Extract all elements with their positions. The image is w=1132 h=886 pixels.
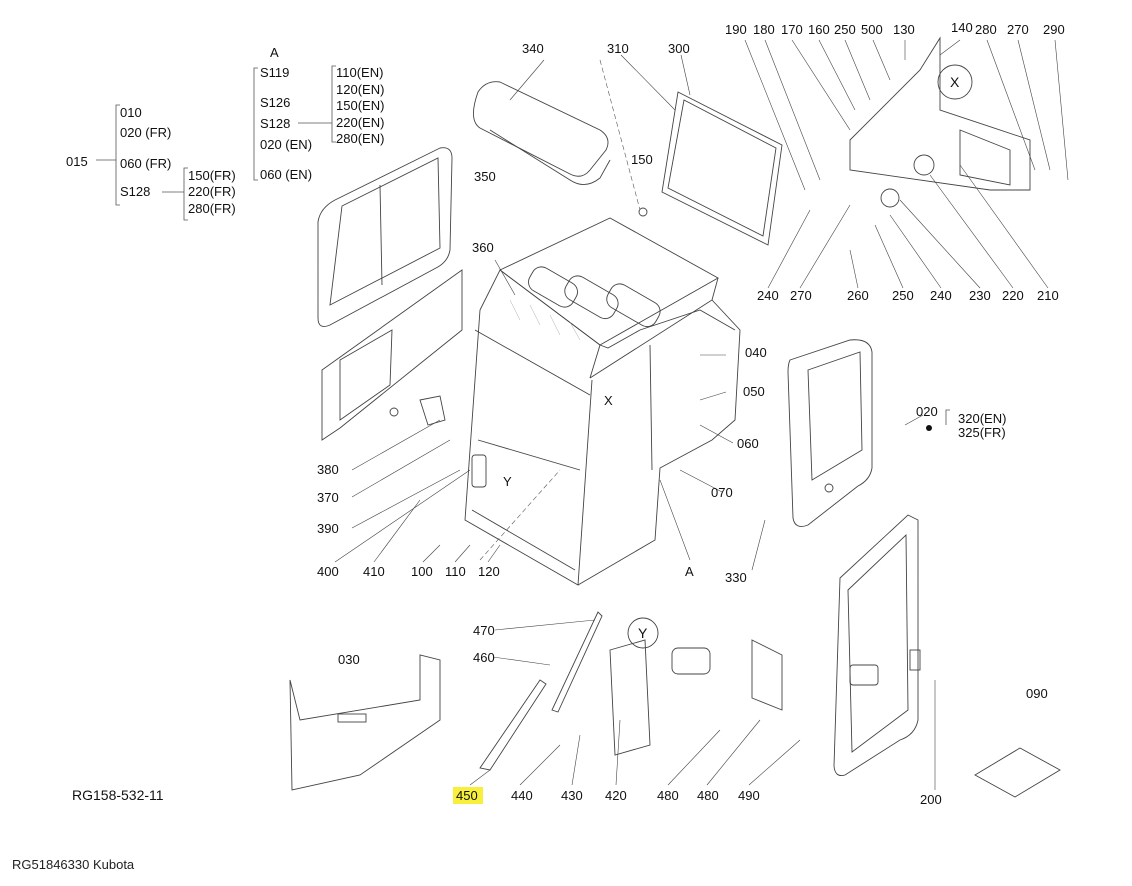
view-y-label: Y: [503, 474, 512, 489]
callout-220-en: 220(EN): [336, 115, 384, 130]
drawing-code: RG158-532-11: [72, 787, 164, 803]
callout-300: 300: [668, 41, 690, 56]
callout-110-en: 110(EN): [336, 65, 383, 80]
callout-240-left: 240: [757, 288, 779, 303]
callout-020: 020: [916, 404, 938, 419]
callout-150: 150: [631, 152, 653, 167]
view-x-badge: [937, 64, 973, 100]
callout-s128: S128: [120, 184, 150, 199]
callout-s126: S126: [260, 95, 290, 110]
callout-s119: S119: [260, 65, 289, 80]
callout-labels: 010 020 (FR) 015 060 (FR) S128 150(FR) 2…: [66, 20, 1065, 807]
view-y-badge-label: Y: [638, 625, 648, 641]
callout-480-b: 480: [697, 788, 719, 803]
callout-060-en: 060 (EN): [260, 167, 312, 182]
callout-200: 200: [920, 792, 942, 807]
callout-290: 290: [1043, 22, 1065, 37]
roof-panel-340: [473, 81, 611, 185]
callout-050: 050: [743, 384, 765, 399]
callout-015: 015: [66, 154, 88, 169]
callout-090: 090: [1026, 686, 1048, 701]
view-a-arrow-label: A: [685, 564, 694, 579]
callout-130: 130: [893, 22, 915, 37]
callout-040: 040: [745, 345, 767, 360]
decal-090: [974, 747, 1061, 798]
callout-500: 500: [861, 22, 883, 37]
callout-120-en: 120(EN): [336, 82, 384, 97]
callout-240-right: 240: [930, 288, 952, 303]
callout-470: 470: [473, 623, 495, 638]
cab-panel-030: [289, 654, 441, 791]
callout-350: 350: [474, 169, 496, 184]
callout-360: 360: [472, 240, 494, 255]
callout-220: 220: [1002, 288, 1024, 303]
callout-330: 330: [725, 570, 747, 585]
callout-170: 170: [781, 22, 803, 37]
callout-150-en: 150(EN): [336, 98, 384, 113]
callout-320-en: 320(EN): [958, 411, 1006, 426]
view-x-label: X: [604, 393, 613, 408]
callout-370: 370: [317, 490, 339, 505]
callout-410: 410: [363, 564, 385, 579]
callout-020-en: 020 (EN): [260, 137, 312, 152]
callout-s128-b: S128: [260, 116, 290, 131]
callout-280-fr: 280(FR): [188, 201, 236, 216]
door-frame-200: [833, 514, 921, 777]
callout-190: 190: [725, 22, 747, 37]
callout-140: 140: [951, 20, 973, 35]
cab-corner-detail: [849, 36, 1031, 208]
side-glass-015: [317, 147, 453, 327]
callout-250-bottom: 250: [892, 288, 914, 303]
callout-060-fr: 060 (FR): [120, 156, 171, 171]
callout-160: 160: [808, 22, 830, 37]
callout-060: 060: [737, 436, 759, 451]
callout-280: 280: [975, 22, 997, 37]
callout-400: 400: [317, 564, 339, 579]
wiper-assembly: [479, 611, 783, 771]
callout-010: 010: [120, 105, 142, 120]
callout-250-top: 250: [834, 22, 856, 37]
view-x-badge-label: X: [950, 74, 960, 90]
callout-480-a: 480: [657, 788, 679, 803]
callout-030: 030: [338, 652, 360, 667]
callout-460: 460: [473, 650, 495, 665]
callout-100: 100: [411, 564, 433, 579]
callout-490: 490: [738, 788, 760, 803]
callout-270-bottom: 270: [790, 288, 812, 303]
view-a-label: A: [270, 45, 279, 60]
callout-150-fr: 150(FR): [188, 168, 236, 183]
callout-430: 430: [561, 788, 583, 803]
leader-lines: [334, 39, 1069, 790]
callout-110: 110: [445, 564, 466, 579]
callout-420: 420: [605, 788, 627, 803]
variant-brackets: [96, 65, 950, 425]
callout-390: 390: [317, 521, 339, 536]
callout-270-top: 270: [1007, 22, 1029, 37]
quarter-glass: [321, 269, 463, 441]
callout-380: 380: [317, 462, 339, 477]
callout-340: 340: [522, 41, 544, 56]
callout-070: 070: [711, 485, 733, 500]
callout-280-en: 280(EN): [336, 131, 384, 146]
view-y-badge: [627, 617, 659, 649]
callout-440: 440: [511, 788, 533, 803]
callout-230: 230: [969, 288, 991, 303]
callout-210: 210: [1037, 288, 1059, 303]
callout-220-fr: 220(FR): [188, 184, 236, 199]
cab-frame: [464, 217, 741, 586]
windshield-glass-300: [638, 91, 783, 246]
callout-260: 260: [847, 288, 869, 303]
callout-325-fr: 325(FR): [958, 425, 1006, 440]
highlight-450: [453, 787, 483, 804]
footer-caption: RG51846330 Kubota: [12, 857, 135, 872]
callout-180: 180: [753, 22, 775, 37]
callout-310: 310: [607, 41, 629, 56]
door-bullet: [926, 425, 932, 431]
callout-450: 450: [456, 788, 478, 803]
callout-120: 120: [478, 564, 500, 579]
door-020: [787, 339, 873, 527]
callout-020-fr: 020 (FR): [120, 125, 171, 140]
